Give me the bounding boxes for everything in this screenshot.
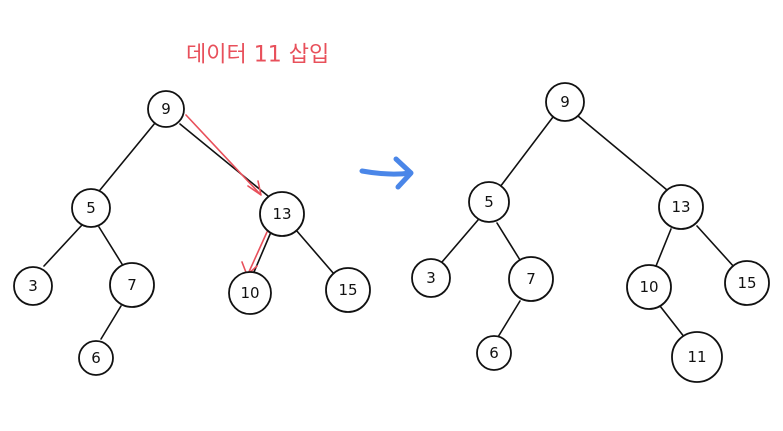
- transition-arrow-shaft: [359, 168, 413, 177]
- node-15-after: 15: [724, 260, 770, 306]
- node-13-after: 13: [658, 184, 704, 230]
- node-6-after: 6: [476, 335, 512, 371]
- svg-text:6: 6: [91, 349, 101, 367]
- svg-text:5: 5: [484, 193, 494, 211]
- edge-5-7: [98, 226, 123, 265]
- edge-9-13: [179, 123, 269, 197]
- node-13: 13: [259, 191, 305, 237]
- edge-13-15: [295, 229, 335, 275]
- svg-text:10: 10: [240, 284, 259, 302]
- node-3-after: 3: [411, 258, 451, 298]
- edge-5-3: [43, 224, 83, 267]
- node-15: 15: [325, 267, 371, 313]
- edge-5-7-after: [496, 222, 521, 261]
- svg-text:3: 3: [426, 269, 436, 287]
- tree-before: 9 5 13 3 7 10 15 6: [13, 90, 371, 376]
- edge-9-5: [99, 122, 156, 191]
- svg-text:7: 7: [127, 276, 137, 294]
- svg-text:9: 9: [161, 100, 171, 118]
- svg-text:15: 15: [338, 281, 357, 299]
- node-10: 10: [228, 271, 272, 315]
- svg-text:6: 6: [489, 344, 499, 362]
- edge-7-6: [100, 305, 122, 340]
- edge-13-10-after: [655, 228, 672, 267]
- node-9-after: 9: [545, 82, 585, 122]
- node-5: 5: [71, 188, 111, 228]
- svg-text:7: 7: [526, 270, 536, 288]
- edge-10-11-after: [659, 305, 686, 339]
- node-3: 3: [13, 266, 53, 306]
- svg-text:15: 15: [737, 274, 756, 292]
- search-arrow-13-to-10: [247, 231, 268, 275]
- svg-text:3: 3: [28, 277, 38, 295]
- edge-7-6-after: [497, 300, 521, 338]
- edge-13-15-after: [696, 225, 736, 269]
- transition-arrow: [359, 156, 414, 190]
- svg-text:11: 11: [687, 348, 706, 366]
- node-5-after: 5: [468, 181, 510, 223]
- node-10-after: 10: [626, 264, 672, 310]
- search-arrow-9-to-13: [185, 114, 261, 195]
- svg-text:9: 9: [560, 93, 570, 111]
- edge-9-5-after: [499, 116, 554, 188]
- tree-after: 9 5 13 3 7 10 15 6: [411, 82, 770, 383]
- svg-text:10: 10: [639, 278, 658, 296]
- node-7-after: 7: [508, 256, 554, 302]
- transition-arrowhead: [393, 156, 414, 190]
- node-7: 7: [109, 262, 155, 308]
- search-arrowhead-13: [247, 180, 262, 196]
- edge-5-3-after: [441, 219, 479, 263]
- edge-9-13-after: [577, 115, 668, 191]
- svg-text:5: 5: [86, 199, 96, 217]
- insertion-caption: 데이터 11 삽입: [186, 43, 329, 68]
- svg-text:13: 13: [272, 205, 291, 223]
- node-6: 6: [78, 340, 114, 376]
- svg-text:13: 13: [671, 198, 690, 216]
- node-9: 9: [147, 90, 185, 128]
- node-11-after: 11: [671, 331, 723, 383]
